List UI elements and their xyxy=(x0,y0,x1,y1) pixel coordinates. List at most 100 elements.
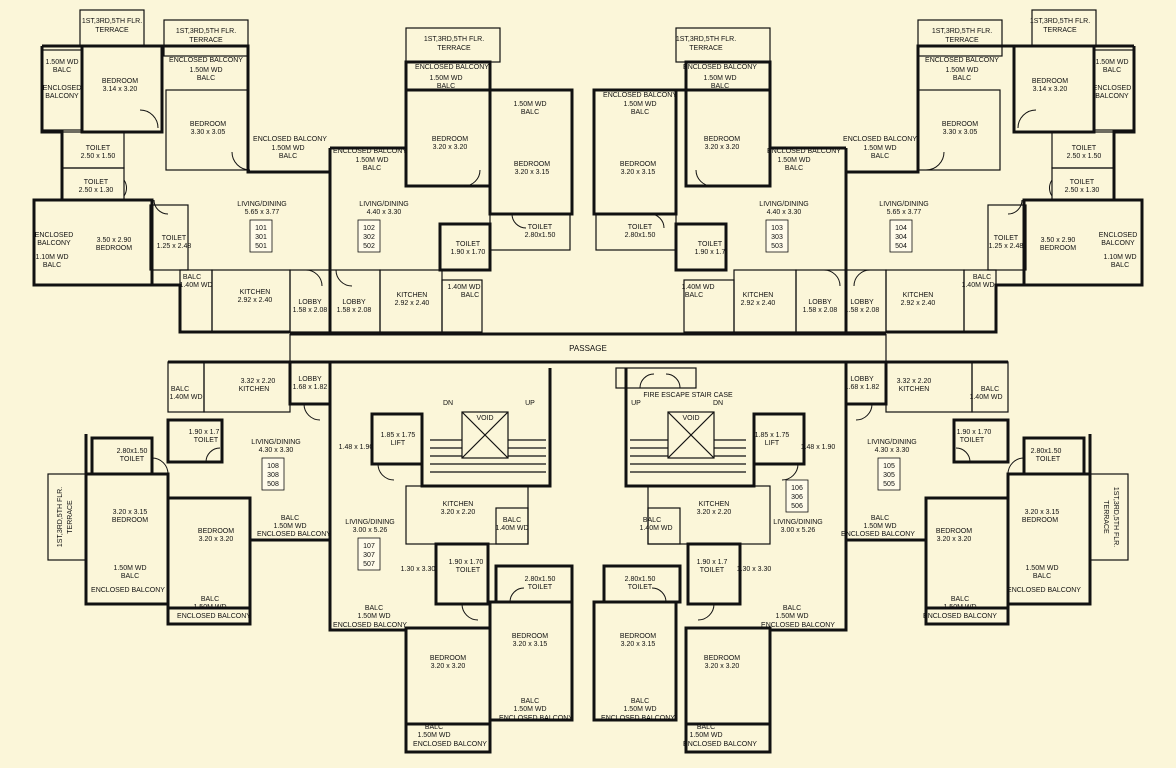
balc-label: BALC xyxy=(171,386,189,393)
terrace-label: 1ST,3RD,5TH FLR. xyxy=(676,36,736,43)
toilet-label: 1.25 x 2.48 xyxy=(157,243,192,250)
bedroom-label: 3.30 x 3.05 xyxy=(943,129,978,136)
bedroom-label: 3.20 x 3.20 xyxy=(431,663,466,670)
lobby-label: 1.58 x 2.08 xyxy=(845,307,880,314)
balc-label: 1.40M WD xyxy=(969,394,1002,401)
kitchen-label: 2.92 x 2.40 xyxy=(901,300,936,307)
enclosed-balcony-label: ENCLOSED BALCONY xyxy=(177,613,251,620)
enclosed-balcony-label: ENCLOSED BALCONY xyxy=(923,613,997,620)
toilet-label: TOILET xyxy=(456,241,481,248)
lobby-label: LOBBY xyxy=(342,299,366,306)
kitchen-label: 3.20 x 2.20 xyxy=(441,509,476,516)
enclosed-balcony-label: ENCLOSED BALCONY xyxy=(333,148,407,155)
bedroom-label: 3.20 x 3.20 xyxy=(705,663,740,670)
living-dining-label: 4.30 x 3.30 xyxy=(259,447,294,454)
terrace-label: 1ST,3RD,5TH FLR. xyxy=(1112,487,1119,547)
unit-number: 306 xyxy=(791,494,803,501)
balc-label: BALC xyxy=(503,517,521,524)
bedroom-label: 3.14 x 3.20 xyxy=(1033,86,1068,93)
balc-label: 1.10M WD xyxy=(1103,254,1136,261)
bedroom-label: BEDROOM xyxy=(198,528,234,535)
bedroom-label: BEDROOM xyxy=(512,633,548,640)
enclosed-balcony-label: ENCLOSED BALCONY xyxy=(253,136,327,143)
stair-dn-label: DN xyxy=(713,400,723,407)
bedroom-label: 3.20 x 3.15 xyxy=(621,641,656,648)
terrace-label: TERRACE xyxy=(1102,500,1109,534)
lobby-label: LOBBY xyxy=(298,376,322,383)
balc-label: 1.10M WD xyxy=(35,254,68,261)
stair-up-label: UP xyxy=(631,400,641,407)
living-dining-label: LIVING/DINING xyxy=(759,201,808,208)
toilet-label: 2.50 x 1.50 xyxy=(1067,153,1102,160)
bedroom-label: 3.50 x 2.90 xyxy=(97,237,132,244)
unit-number: 501 xyxy=(255,243,267,250)
balc-label: BALC xyxy=(53,67,71,74)
bedroom-label: BEDROOM xyxy=(1022,517,1058,524)
lobby-label: LOBBY xyxy=(850,376,874,383)
unit-number: 505 xyxy=(883,481,895,488)
balc-label: BALC xyxy=(363,165,381,172)
toilet-label: TOILET xyxy=(1070,179,1095,186)
toilet-label: TOILET xyxy=(528,584,553,591)
balc-label: 1.50M WD xyxy=(513,101,546,108)
toilet-label: 1.90 x 1.7 xyxy=(695,249,726,256)
lobby-label: 1.68 x 1.82 xyxy=(845,384,880,391)
terrace-label: TERRACE xyxy=(1043,27,1077,34)
balc-label: BALC xyxy=(521,698,539,705)
enclosed-balcony-label: ENCLOSED BALCONY xyxy=(333,622,407,629)
unit-number: 108 xyxy=(267,463,279,470)
toilet-label: TOILET xyxy=(628,584,653,591)
balc-label: 1.50M WD xyxy=(271,145,304,152)
bedroom-label: 3.50 x 2.90 xyxy=(1041,237,1076,244)
toilet-label: 1.90 x 1.70 xyxy=(449,559,484,566)
kitchen-label: KITCHEN xyxy=(397,292,428,299)
stair-up-label: UP xyxy=(525,400,535,407)
balc-label: BALC xyxy=(461,292,479,299)
bedroom-label: BEDROOM xyxy=(936,528,972,535)
toilet-label: TOILET xyxy=(84,179,109,186)
kitchen-label: KITCHEN xyxy=(899,386,930,393)
enclosed-balcony-label: ENCLOSED BALCONY xyxy=(761,622,835,629)
balc-label: BALC xyxy=(631,698,649,705)
bedroom-label: 3.20 x 3.15 xyxy=(113,509,148,516)
balc-label: BALC xyxy=(1103,67,1121,74)
kitchen-label: KITCHEN xyxy=(443,501,474,508)
terrace-label: 1ST,3RD,5TH FLR. xyxy=(57,487,64,547)
balc-label: BALC xyxy=(685,292,703,299)
balc-label: BALC xyxy=(121,573,139,580)
balc-label: 1.50M WD xyxy=(357,613,390,620)
walls xyxy=(32,9,1144,754)
living-dining-label: 4.40 x 3.30 xyxy=(767,209,802,216)
terrace-label: TERRACE xyxy=(95,27,129,34)
enclosed-balcony-label: ENCLOSED xyxy=(1099,232,1138,239)
lift-label: 1.85 x 1.75 xyxy=(755,432,790,439)
toilet-label: TOILET xyxy=(960,437,985,444)
enclosed-balcony-label: ENCLOSED BALCONY xyxy=(413,741,487,748)
kitchen-label: 2.92 x 2.40 xyxy=(395,300,430,307)
enclosed-balcony-label: BALCONY xyxy=(37,240,71,247)
terrace-label: 1ST,3RD,5TH FLR. xyxy=(424,36,484,43)
bedroom-label: BEDROOM xyxy=(620,633,656,640)
bedroom-label: BEDROOM xyxy=(96,245,132,252)
toilet-label: 2.80x1.50 xyxy=(625,576,656,583)
lift-label: 1.85 x 1.75 xyxy=(381,432,416,439)
enclosed-balcony-label: ENCLOSED xyxy=(1093,85,1132,92)
toilet-label: TOILET xyxy=(528,224,553,231)
unit-number: 107 xyxy=(363,543,375,550)
enclosed-balcony-label: ENCLOSED BALCONY xyxy=(169,57,243,64)
bedroom-label: 3.20 x 3.20 xyxy=(937,536,972,543)
balc-label: 1.50M WD xyxy=(429,75,462,82)
unit-number: 302 xyxy=(363,234,375,241)
living-dining-label: 4.40 x 3.30 xyxy=(367,209,402,216)
living-dining-label: LIVING/DINING xyxy=(345,519,394,526)
balc-label: 1.50M WD xyxy=(863,145,896,152)
unit-number: 104 xyxy=(895,225,907,232)
toilet-label: TOILET xyxy=(120,456,145,463)
kitchen-label: KITCHEN xyxy=(239,386,270,393)
balc-label: 1.50M WD xyxy=(623,706,656,713)
lobby-label: 1.58 x 2.08 xyxy=(803,307,838,314)
balc-label: BALC xyxy=(281,515,299,522)
balc-label: BALC xyxy=(279,153,297,160)
toilet-label: 2.80x1.50 xyxy=(117,448,148,455)
